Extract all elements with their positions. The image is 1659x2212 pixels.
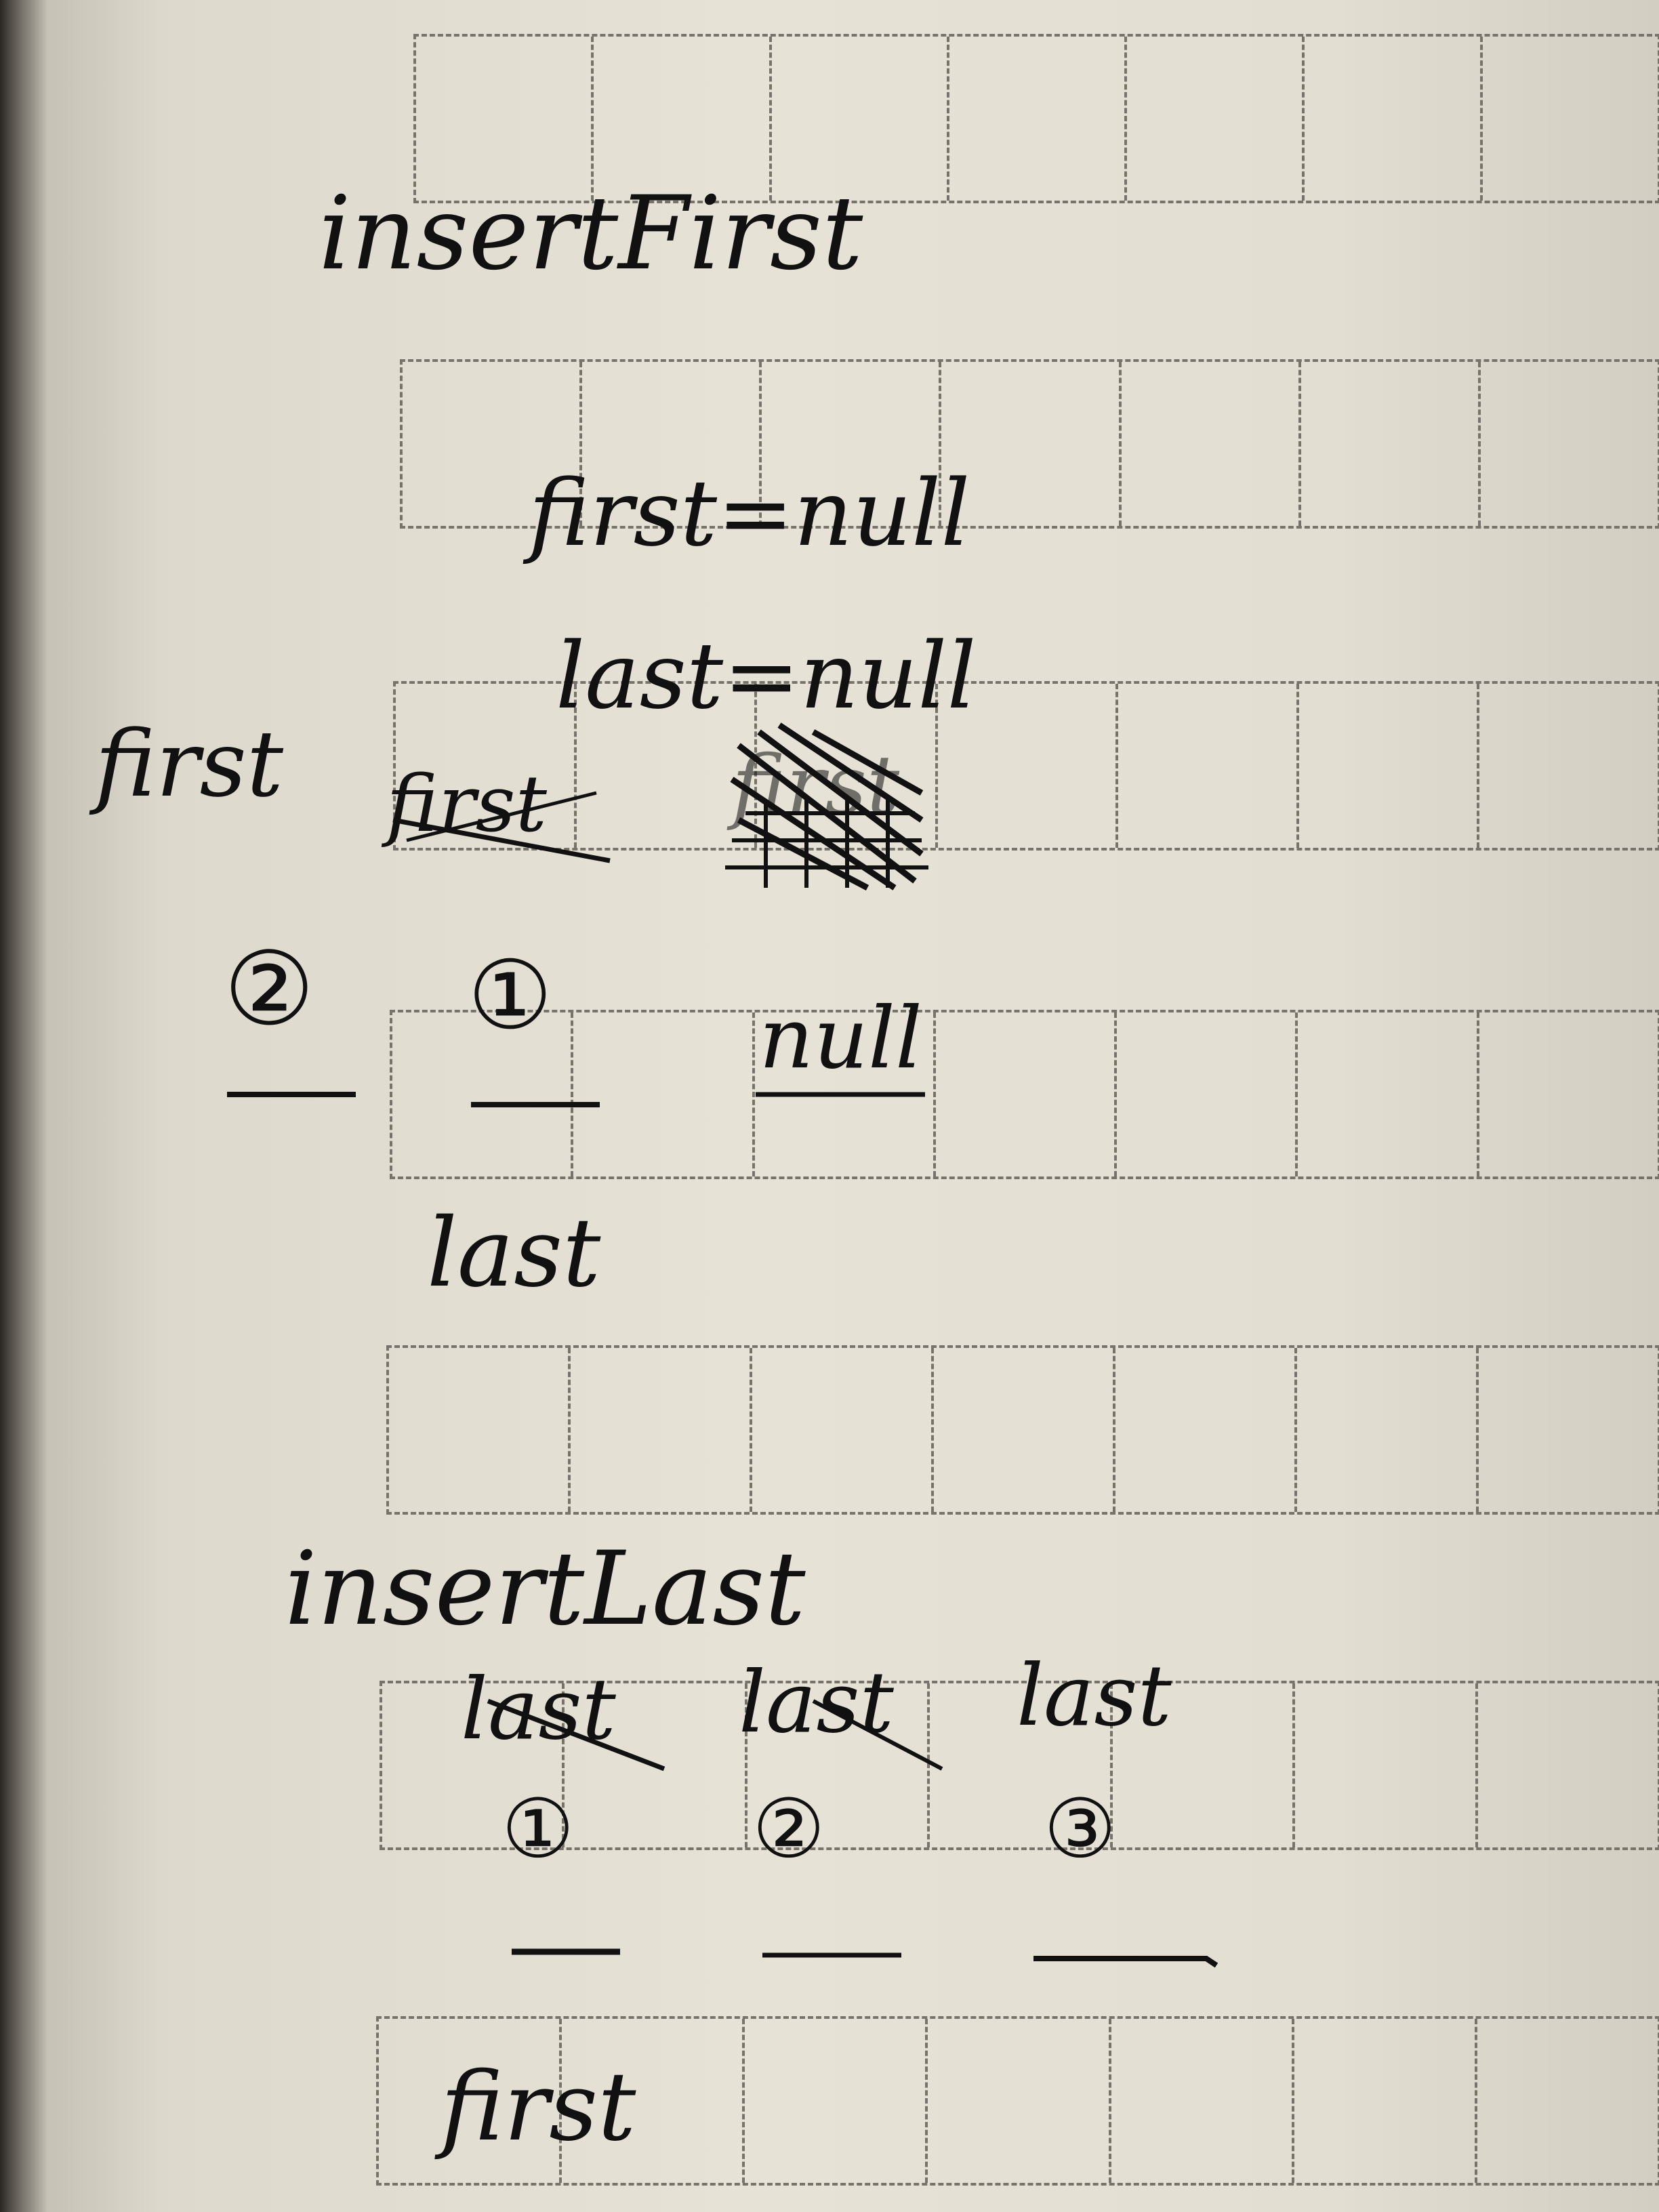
grid-row bbox=[376, 2016, 1659, 2186]
underline-mark bbox=[512, 1948, 620, 1955]
grid-row bbox=[393, 681, 1659, 851]
label-null: null bbox=[759, 989, 922, 1088]
label-last-crossed: last bbox=[461, 1660, 616, 1759]
label-first-bottom: first bbox=[441, 2052, 636, 2163]
label-first-left: first bbox=[95, 711, 284, 817]
step-marker-2: ② bbox=[224, 930, 315, 1048]
grid-row bbox=[380, 1681, 1659, 1850]
step-marker-last-2: ② bbox=[752, 1782, 825, 1877]
step-marker-1: ① bbox=[468, 941, 553, 1051]
page-edge-shadow bbox=[0, 0, 47, 2212]
note-first-null: first=null bbox=[529, 460, 970, 567]
heading-insert-first: insertFirst bbox=[319, 175, 863, 293]
underline-mark bbox=[471, 1102, 600, 1107]
strike-through-mark bbox=[487, 1698, 665, 1771]
strike-through-mark bbox=[392, 791, 611, 863]
step-marker-last-3: ③ bbox=[1044, 1782, 1117, 1877]
underline-mark bbox=[1033, 1956, 1218, 1968]
note-last-null: last=null bbox=[556, 623, 977, 729]
grid-row bbox=[390, 1010, 1659, 1179]
underline-mark bbox=[756, 1092, 925, 1097]
underline-mark bbox=[227, 1092, 356, 1097]
underline-mark bbox=[762, 1952, 901, 1958]
step-marker-last-1: ① bbox=[501, 1782, 575, 1877]
label-last: last bbox=[427, 1198, 601, 1309]
label-first-crossed: first bbox=[386, 759, 547, 850]
label-last-right: last bbox=[1017, 1647, 1172, 1745]
strike-through-mark bbox=[812, 1699, 943, 1771]
grid-row bbox=[386, 1345, 1659, 1515]
heading-insert-last: insertLast bbox=[285, 1530, 806, 1648]
grid-row bbox=[413, 34, 1659, 203]
grid-row bbox=[400, 359, 1659, 529]
scribble-out-mark bbox=[725, 722, 928, 890]
